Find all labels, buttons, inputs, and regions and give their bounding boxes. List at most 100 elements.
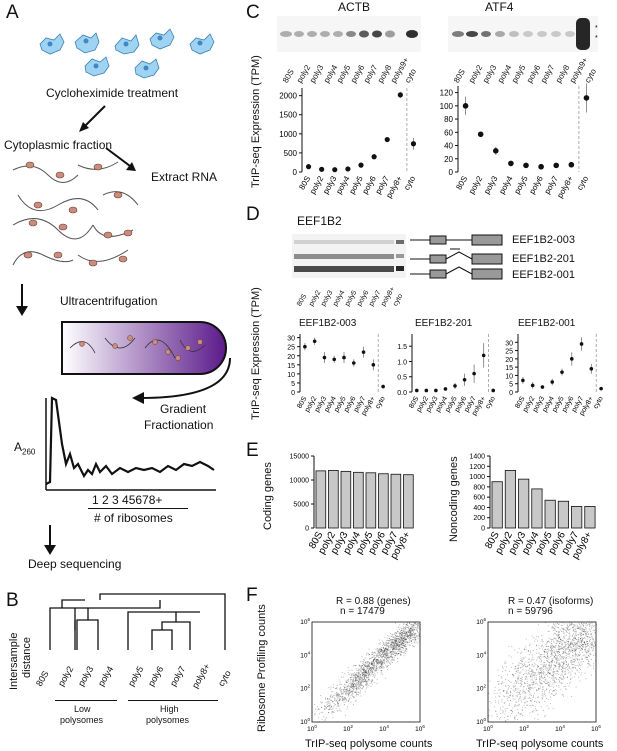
plot-003-point-2 [322,355,327,360]
eef1b2-001-plot: 05101520253080Spoly2poly3poly4poly5poly6… [505,334,605,417]
plot-201-point-3 [443,387,448,391]
cytoplasmic-fraction-label: Cytoplasmic fraction [4,138,113,152]
plot-atf4-point-5 [538,163,544,170]
bar-coding-bar-5 [378,473,389,529]
bar-noncoding-ytick-3: 600 [473,495,485,502]
plot-001-ytick-2: 10 [505,373,513,380]
bar-noncoding-ytick-5: 1000 [469,474,485,481]
bar-coding-ytick-1: 5000 [293,502,309,509]
plot-actb-point-5 [371,154,377,160]
bar-coding-ytick-3: 15000 [290,454,310,461]
plot-201-point-5 [462,377,467,382]
f-right-r: R = 0.47 (isoforms) [508,596,594,607]
plot-201-ytick-0: 0.0 [397,390,407,397]
plot-atf4-xtick-7: poly8+ [555,174,575,199]
plot-atf4-xtick-2: poly3 [482,174,500,196]
c-ylabel: TrIP-seq Expression (TPM) [250,55,262,188]
actb-plot: 050010001500200080Spoly2poly3poly4poly5p… [279,88,417,200]
plot-201-point-1 [424,388,429,393]
leaf-poly8: poly8+ [190,661,213,690]
scatter-left-ytick-3: 106 [300,617,310,626]
plot-001-ytick-4: 20 [505,357,513,364]
ribosome-numbers: 1 2 3 45678+ [92,493,163,507]
plot-201-point-4 [453,384,457,388]
plot-001-point-5 [569,357,574,361]
plot-001-point-6 [579,342,584,346]
gradient-label: Gradient [160,402,207,416]
arrow-down-2 [16,284,28,316]
plot-001-ytick-6: 30 [505,340,513,347]
noncoding-ylabel: Noncoding genes [448,456,460,542]
bar-coding-ytick-0: 0 [305,526,309,533]
isoform-structures [410,234,503,280]
plot-201-point-0 [414,388,419,393]
plot-003-ytick-4: 20 [287,354,295,361]
plot-actb-point-4 [358,162,364,168]
bar-noncoding-bar-1 [504,469,516,529]
bar-noncoding-bar-5 [557,500,569,529]
bar-noncoding-ytick-2: 400 [473,505,485,512]
bar-noncoding-ytick-7: 1400 [469,454,485,461]
bar-coding-bar-7 [403,474,414,529]
bar-noncoding-bar-3 [531,488,543,529]
scatter-right-ytick-0: 100 [476,717,486,726]
atf4-gel: * * [448,16,598,52]
eef1b2-201-plot: 0.00.51.01.580Spoly2poly3poly4poly5poly6… [397,334,497,417]
panel-b-letter: B [6,590,19,611]
high-label-2: polysomes [146,715,190,725]
f-left-r: R = 0.88 (genes) [336,596,411,607]
plot-atf4-point-2 [492,148,499,154]
scatter-right-ytick-3: 106 [476,617,486,626]
plot-atf4-ytick-4: 80 [444,115,453,124]
scatter-left-xtick-0: 100 [307,724,317,733]
panel-c-letter: C [246,2,260,23]
p001-title: EEF1B2-001 [518,318,576,329]
scatter-right-xtick-1: 102 [519,724,529,733]
leaf-cyto: cyto [216,668,233,688]
plot-003-point-5 [351,361,356,365]
plot-actb-ytick-3: 1500 [279,111,297,120]
plot-atf4-xtick-0: 80S [454,175,469,192]
scatter-left-ytick-2: 104 [300,650,310,659]
bar-noncoding-bar-7 [584,506,596,529]
bar-noncoding-bar-0 [491,481,503,529]
atf4-plot: 02040608010012080Spoly2poly3poly4poly5po… [440,83,590,200]
coding-bar-chart: 05000100001500080Spoly2poly3poly4poly5po… [290,454,414,561]
dendrogram [49,593,226,650]
fractionation-label: Fractionation [144,418,214,432]
panel-d-letter: D [246,204,260,225]
coding-ylabel: Coding genes [262,462,274,530]
scatter-left-points [314,622,421,722]
plot-001-point-8 [599,386,603,391]
scatter-left-xtick-1: 102 [343,724,353,733]
bar-noncoding-ytick-0: 0 [481,526,485,533]
plot-atf4-ytick-1: 20 [444,155,453,164]
high-label: High [160,704,179,714]
gradient-tube [61,321,227,375]
plot-001-ytick-1: 5 [509,382,513,389]
noncoding-bar-chart: 020040060080010001200140080Spoly2poly3po… [469,454,596,561]
plot-001-ytick-3: 15 [505,365,513,372]
plot-atf4-ytick-5: 100 [440,102,454,111]
leaf-poly2: poly2 [56,664,76,688]
plot-001-point-0 [521,378,525,383]
plot-003-point-0 [303,344,307,349]
bar-coding-bar-4 [365,472,377,529]
cell-cluster [39,28,215,79]
ribosome-count-label: # of ribosomes [94,511,173,525]
eef1b2-lane-1: poly2 [308,289,323,308]
scatter-left-ytick-0: 100 [300,717,310,726]
mrna-ribosome-illustration [12,161,139,267]
plot-actb-ytick-1: 500 [284,149,298,158]
plot-atf4-point-8 [583,95,590,101]
plot-001-point-2 [540,385,545,389]
dendrogram-leaves: 80S poly2 poly3 poly4 poly5 poly6 poly7 … [28,645,233,695]
plot-201-point-6 [472,371,476,376]
f-right-n: n = 59796 [508,606,553,617]
plot-003-point-4 [342,355,346,360]
bar-noncoding-ytick-4: 800 [473,484,485,491]
plot-001-point-4 [560,370,564,374]
eef1b2-lane-0: 80S [296,293,309,308]
